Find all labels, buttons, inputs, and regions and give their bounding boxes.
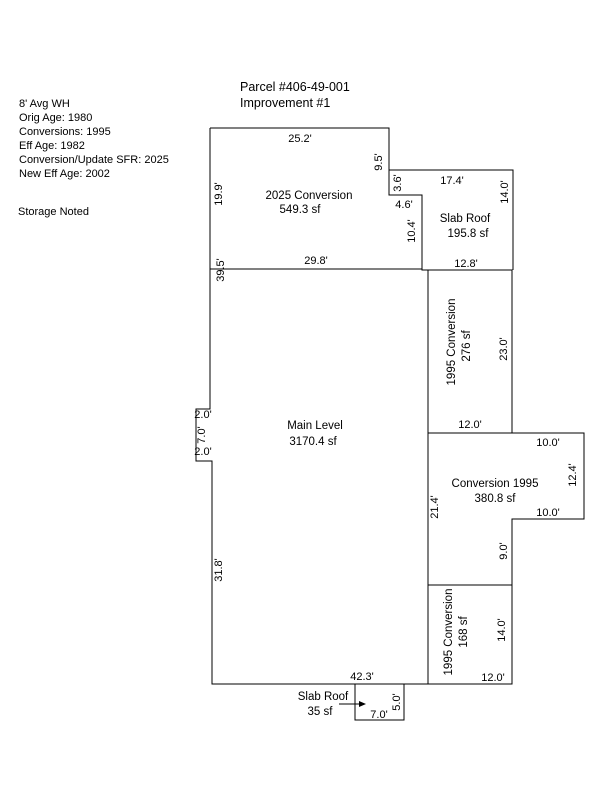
dim-conv1995b-top: 10.0' — [536, 437, 560, 449]
dim-slab-bottom-height: 5.0' — [391, 693, 403, 710]
dim-conversion-base: 29.8' — [304, 255, 328, 267]
dim-slab-top-height: 14.0' — [499, 180, 511, 204]
dim-conv1995c-base: 12.0' — [481, 672, 505, 684]
dim-conv1995a-height: 23.0' — [498, 337, 510, 361]
dim-inner-wall: 10.4' — [406, 219, 418, 243]
conv1995b-label: Conversion 1995 — [452, 478, 539, 490]
dim-notch-height: 3.6' — [392, 174, 404, 191]
dim-bump-bottom: 2.0' — [194, 446, 211, 458]
conv1995c-size: 168 sf — [458, 616, 470, 648]
dim-slab-base: 12.8' — [454, 258, 478, 270]
note-orig-age: Orig Age: 1980 — [19, 112, 93, 124]
slab-top-label: Slab Roof — [440, 213, 491, 225]
dim-left-lower-wall: 31.8' — [213, 558, 225, 582]
slab-roof-top-outline — [389, 169, 514, 270]
main-level-label: Main Level — [287, 420, 343, 432]
slab-top-size: 195.8 sf — [448, 228, 490, 240]
parcel-number: Parcel #406-49-001 — [240, 80, 350, 94]
dim-conv1995b-step: 10.0' — [536, 507, 560, 519]
dim-conv1995a-base: 12.0' — [458, 419, 482, 431]
dim-top-wall: 25.2' — [288, 133, 312, 145]
arrow-icon — [339, 701, 366, 707]
dim-conv1995c-height: 14.0' — [496, 618, 508, 642]
conv1995c-label: 1995 Conversion — [443, 589, 455, 676]
note-avg-wall-height: 8' Avg WH — [19, 98, 70, 110]
conv1995b-size: 380.8 sf — [475, 493, 517, 505]
dim-conv1995b-lower: 9.0' — [498, 542, 510, 559]
dim-conv1995b-right: 12.4' — [567, 463, 579, 487]
dim-notch-width: 4.6' — [395, 199, 412, 211]
slab-bottom-label: Slab Roof — [298, 691, 349, 703]
conv1995a-label: 1995 Conversion — [446, 299, 458, 386]
dim-bottom-wall: 42.3' — [350, 671, 374, 683]
slab-bottom-size: 35 sf — [308, 706, 334, 718]
dim-left-upper-wall: 39.5' — [215, 258, 227, 282]
dim-conv1995b-left: 21.4' — [429, 495, 441, 519]
conv2025-size: 549.3 sf — [280, 204, 322, 216]
dim-conversion-left-wall: 19.9' — [213, 182, 225, 206]
main-level-size: 3170.4 sf — [289, 436, 337, 448]
slab-roof-bottom-outline — [354, 683, 405, 721]
note-conversion-update: Conversion/Update SFR: 2025 — [19, 154, 169, 166]
dim-bump-height: 7.0' — [196, 426, 208, 443]
dim-slab-top-width: 17.4' — [440, 175, 464, 187]
dim-slab-bottom-width: 7.0' — [370, 709, 387, 721]
note-eff-age: Eff Age: 1982 — [19, 140, 85, 152]
note-storage: Storage Noted — [18, 206, 89, 218]
note-conversions: Conversions: 1995 — [19, 126, 111, 138]
dim-bump-top: 2.0' — [194, 409, 211, 421]
conv2025-label: 2025 Conversion — [266, 190, 353, 202]
main-level-outline — [195, 127, 585, 685]
improvement-number: Improvement #1 — [240, 96, 331, 110]
dim-upper-right-wall: 9.5' — [373, 153, 385, 170]
conv1995a-size: 276 sf — [461, 330, 473, 362]
note-new-eff-age: New Eff Age: 2002 — [19, 168, 110, 180]
